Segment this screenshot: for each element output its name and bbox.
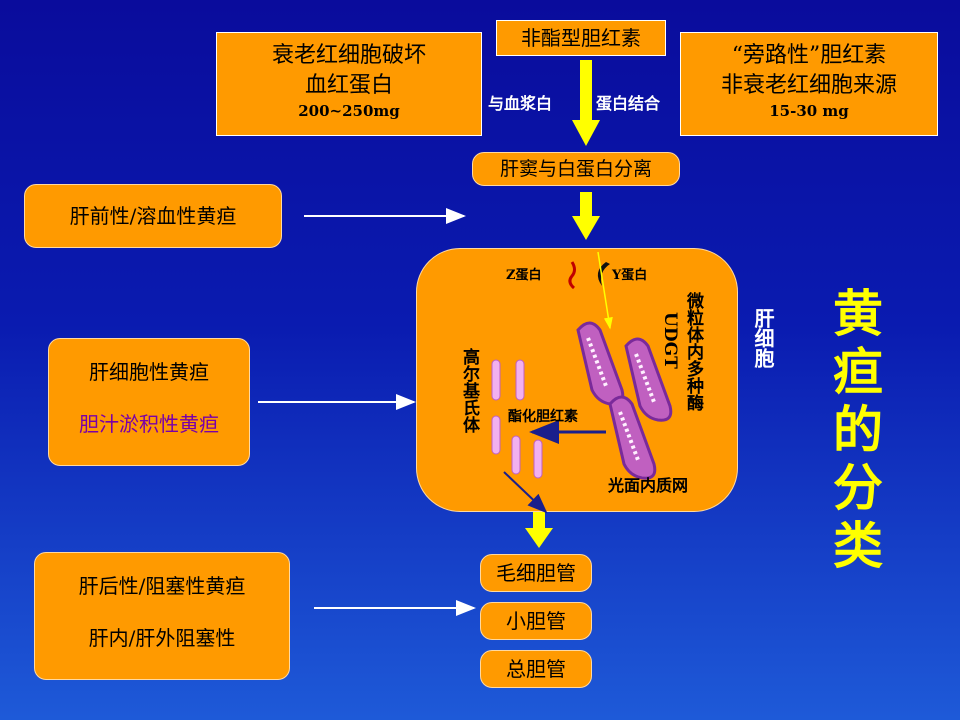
prehepatic-jaundice-label: 肝前性/溶血性黄疸: [69, 204, 237, 228]
albumin-binding-left: 与血浆白: [488, 94, 553, 113]
golgi-label: 高尔基氏体: [459, 348, 479, 433]
shunt-bilirubin-line1: “旁路性”胆红素: [731, 43, 887, 68]
y-protein-label: Y蛋白: [612, 268, 648, 283]
liver-sinus-box: 肝窦与白蛋白分离: [472, 152, 680, 186]
senescent-rbc-amount: 200~250mg: [298, 102, 400, 120]
bile-capillary-box: 毛细胆管: [480, 554, 592, 592]
y-protein-arrow: [597, 251, 613, 330]
senescent-rbc-line1: 衰老红细胞破坏: [271, 43, 426, 68]
bile-capillary-label: 毛细胆管: [496, 561, 576, 585]
nonconjugated-bilirubin-label: 非酯型胆红素: [521, 26, 641, 50]
albumin-binding-right: 蛋白结合: [596, 94, 661, 113]
obstruction-label: 肝内/肝外阻塞性: [88, 626, 236, 650]
shunt-bilirubin-box: “旁路性”胆红素 非衰老红细胞来源 15-30 mg: [680, 32, 938, 136]
slide-title: 黄疸的分类: [833, 285, 883, 575]
prehepatic-jaundice-box: 肝前性/溶血性黄疸: [24, 184, 282, 248]
udgt-label: UDGT: [660, 312, 680, 369]
yellow-arrow-bottom: [525, 512, 553, 548]
hepatocyte-label: 肝细胞: [751, 308, 775, 368]
common-bile-duct-box: 总胆管: [480, 650, 592, 688]
z-protein-shape: [568, 261, 576, 290]
posthepatic-jaundice-label: 肝后性/阻塞性黄疸: [78, 574, 246, 598]
hepatocellular-jaundice-box: 肝细胞性黄疸 胆汁淤积性黄疸: [48, 338, 250, 466]
cholestatic-jaundice-label: 胆汁淤积性黄疸: [79, 412, 219, 436]
senescent-rbc-line2: 血红蛋白: [304, 73, 393, 98]
senescent-rbc-box: 衰老红细胞破坏 血红蛋白 200~250mg: [216, 32, 482, 136]
hepatocyte-cell: [416, 248, 738, 512]
golgi-apparatus-shapes: [491, 359, 543, 479]
hepatocellular-jaundice-label: 肝细胞性黄疸: [89, 360, 209, 384]
smooth-er-shapes: [576, 321, 673, 480]
small-bile-duct-label: 小胆管: [506, 609, 566, 633]
yellow-arrow-top: [572, 60, 600, 146]
excretion-arrow: [503, 471, 548, 514]
conjugated-bilirubin-label: 酯化胆红素: [508, 409, 578, 425]
small-bile-duct-box: 小胆管: [480, 602, 592, 640]
liver-sinus-label: 肝窦与白蛋白分离: [499, 158, 652, 180]
posthepatic-jaundice-box: 肝后性/阻塞性黄疸 肝内/肝外阻塞性: [34, 552, 290, 680]
shunt-bilirubin-line2: 非衰老红细胞来源: [720, 73, 897, 98]
nonconjugated-bilirubin-box: 非酯型胆红素: [496, 20, 666, 56]
z-protein-label: Z蛋白: [506, 268, 542, 283]
shunt-bilirubin-amount: 15-30 mg: [769, 102, 849, 120]
smooth-er-label: 光面内质网: [608, 476, 689, 495]
yellow-arrow-middle: [572, 192, 600, 240]
microsome-enzymes-label: 微粒体内多种酶: [683, 292, 703, 411]
common-bile-duct-label: 总胆管: [506, 657, 566, 681]
